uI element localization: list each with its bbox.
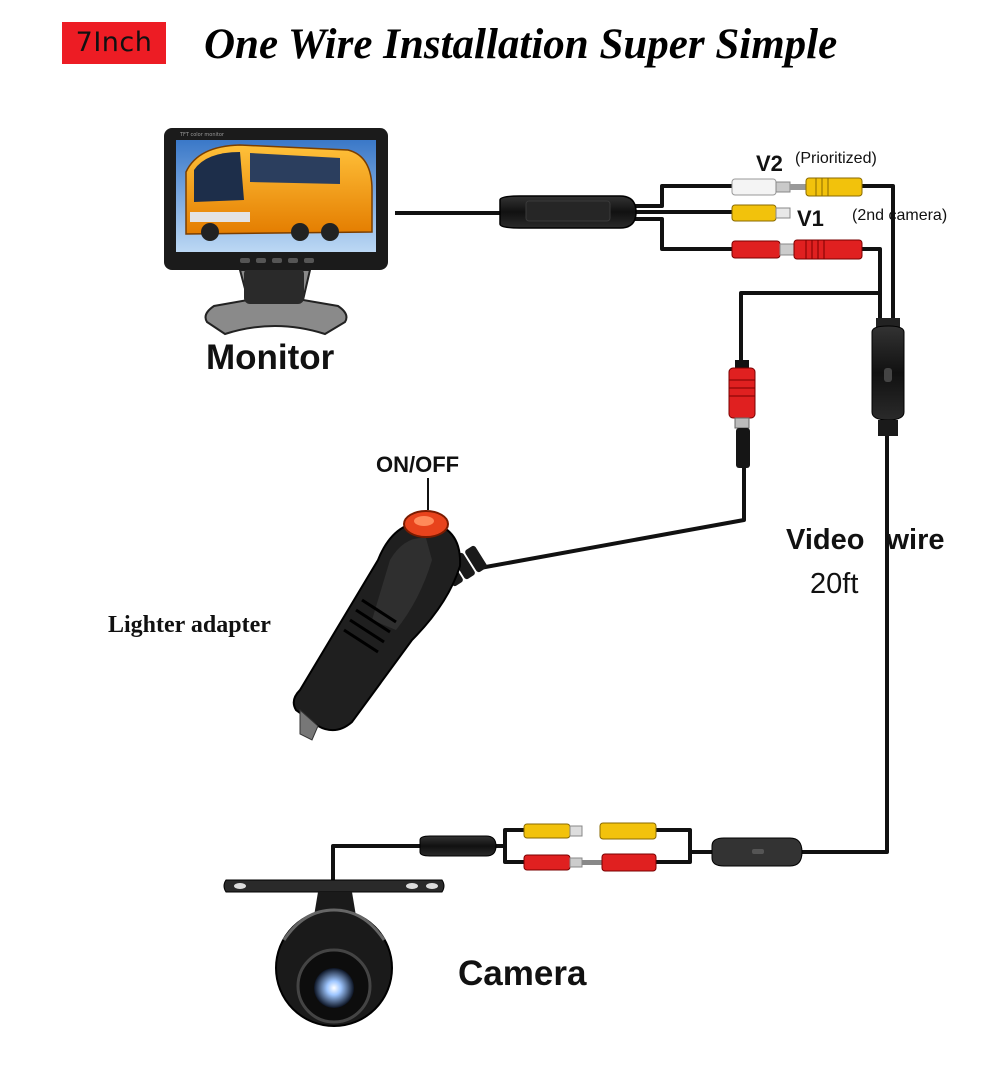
dc-power-connector-icon	[728, 360, 756, 468]
monitor-label: Monitor	[206, 338, 335, 377]
camera-harness-left	[493, 828, 525, 848]
video-wire-label: Video wire	[786, 524, 945, 556]
wire-length-label: 20ft	[810, 568, 859, 600]
camera-label: Camera	[458, 954, 587, 993]
power-loop	[739, 270, 882, 362]
wires	[331, 184, 895, 895]
v2-label: V2	[756, 151, 783, 176]
camera-connectors	[419, 822, 803, 872]
v2-note: (Prioritized)	[795, 150, 877, 167]
second-camera-label: (2nd camera)	[852, 207, 948, 224]
lighter-adapter-label: Lighter adapter	[108, 612, 271, 638]
lighter-cable	[479, 465, 746, 570]
power-tail	[632, 217, 735, 251]
camera-harness-right	[655, 828, 712, 854]
inline-module-icon	[499, 195, 637, 229]
camera-icon	[223, 879, 445, 1027]
size-badge: 7Inch	[62, 22, 166, 64]
power-cable-to-module	[862, 247, 882, 322]
monitor-icon: TFT color monitor	[164, 128, 388, 336]
rca-connector-icon	[731, 177, 863, 260]
v2-tail	[632, 184, 735, 208]
video-wire	[800, 434, 889, 854]
v1-label: V1	[797, 206, 824, 231]
cigarette-lighter-icon	[292, 478, 487, 741]
svg-text:TFT color monitor: TFT color monitor	[179, 132, 225, 138]
page-title: One Wire Installation Super Simple	[204, 21, 838, 68]
v2-cable	[862, 184, 895, 322]
on-off-label: ON/OFF	[376, 452, 460, 477]
video-module-icon	[871, 318, 905, 436]
camera-cable	[331, 844, 425, 895]
